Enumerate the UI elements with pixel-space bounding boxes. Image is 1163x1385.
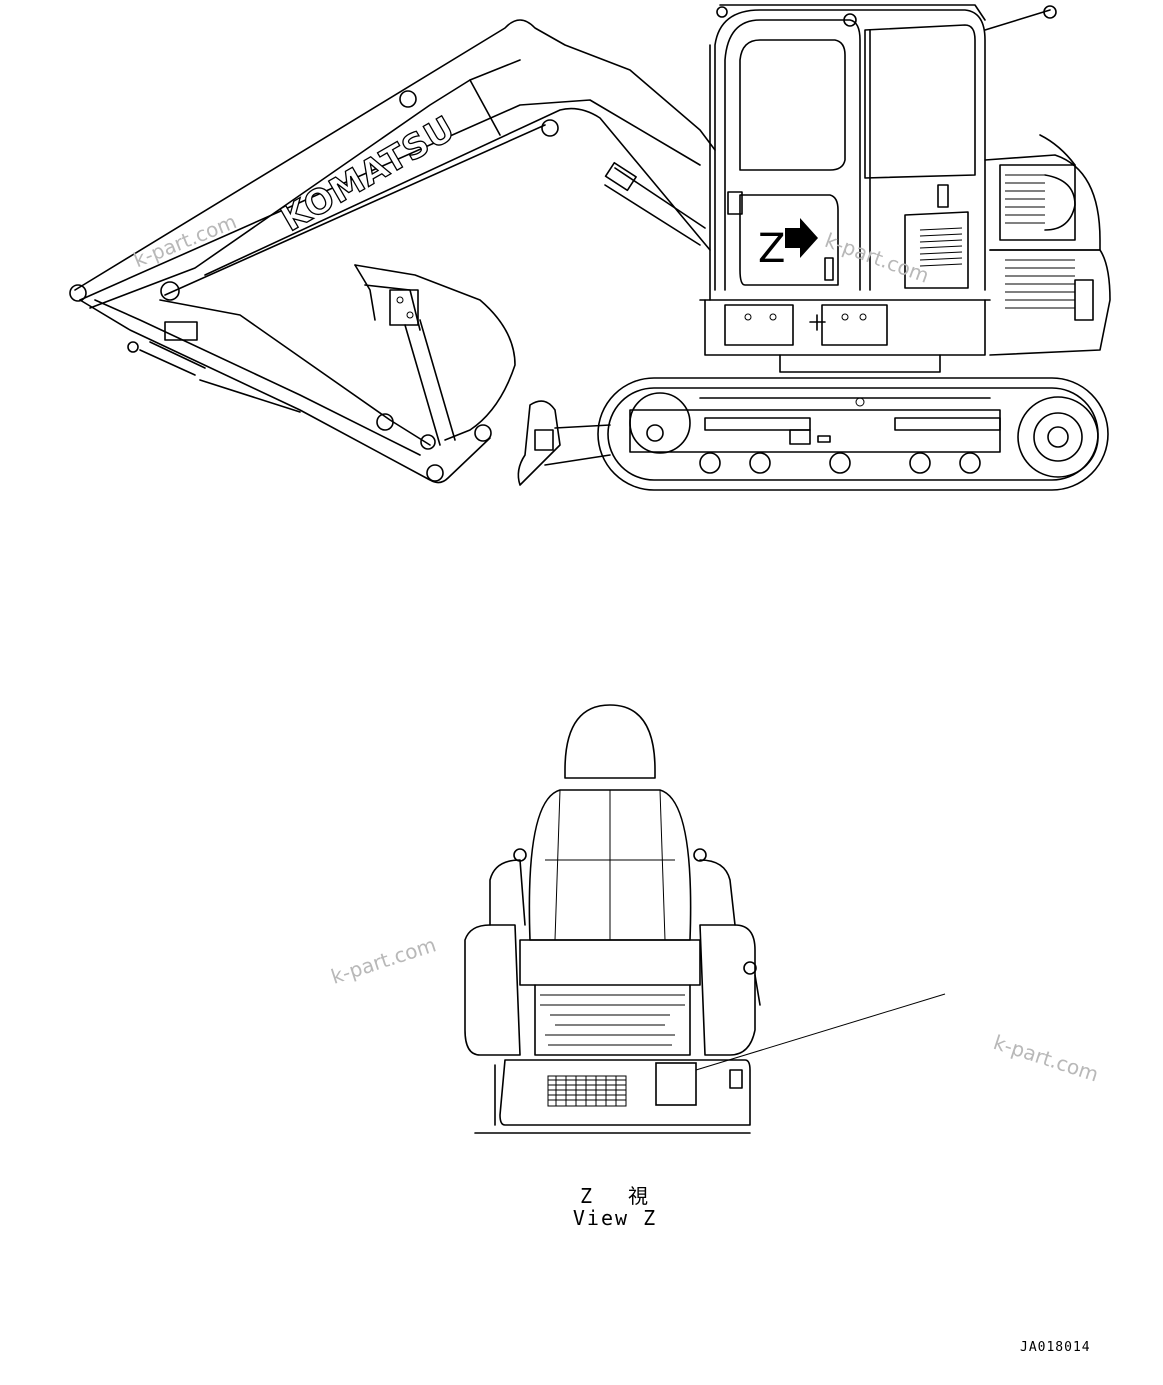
crawler-track: [597, 377, 1109, 491]
seat-stand-grille: [547, 1075, 627, 1107]
leader-line: [695, 993, 946, 1071]
arm: [79, 299, 492, 484]
side-panels: [724, 304, 941, 373]
vent-grille-cab: [919, 227, 963, 267]
boom-cylinder: [604, 161, 706, 246]
engine-hood: [984, 134, 1111, 356]
dozer-blade: [517, 400, 611, 486]
excavator-side-view: KOMATSU: [69, 4, 1111, 491]
bucket: [354, 264, 516, 446]
view-z-marker: Z: [758, 218, 818, 272]
document-id: JA018014: [1020, 1340, 1091, 1355]
vent-grille-engine: [1005, 174, 1075, 309]
seat-rear-view: [464, 704, 946, 1134]
boom: [69, 19, 716, 309]
view-caption-en: View Z: [572, 1206, 658, 1230]
view-z-letter: Z: [758, 226, 785, 272]
cab: [699, 4, 1057, 356]
decal-label-plate: [655, 1062, 743, 1106]
arrow-right-icon: [785, 218, 818, 258]
view-caption-jp: Z 視: [579, 1184, 651, 1208]
track-rollers: [699, 452, 981, 474]
